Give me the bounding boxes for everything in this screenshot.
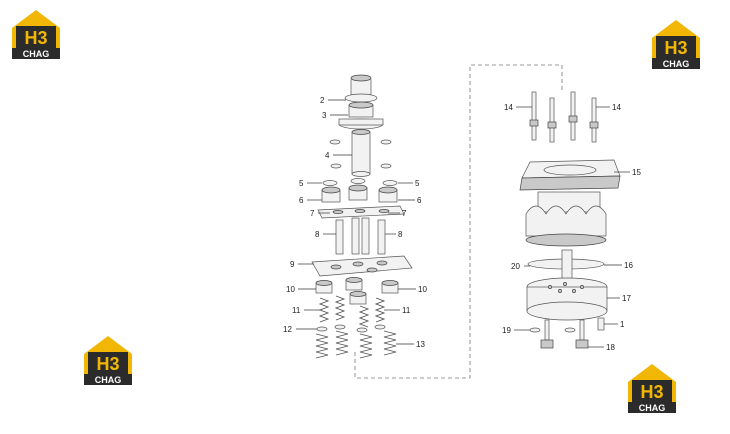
callout-20: 20 [511, 262, 520, 271]
callout-9: 9 [290, 260, 295, 269]
rotor-barrel [525, 191, 607, 247]
logo-mark: H3 [640, 382, 663, 402]
brand-logo-bottom-left: H3 CHAG [80, 334, 136, 386]
callout-8-right: 8 [398, 230, 403, 239]
callout-4: 4 [325, 151, 330, 160]
brand-logo-top-right: H3 CHAG [648, 18, 704, 70]
part-12-washer [356, 327, 368, 333]
part-6-sleeves [321, 184, 398, 203]
part-14-bolts [529, 91, 599, 143]
part-17-base [526, 277, 608, 321]
callout-7-right: 7 [402, 209, 407, 218]
logo-name: CHAG [23, 49, 50, 59]
part-1-pin [597, 317, 605, 331]
callout-5-left: 5 [299, 179, 304, 188]
part-19-washer [564, 327, 576, 333]
callout-19: 19 [502, 326, 511, 335]
part-9-plate [311, 255, 413, 277]
callouts: 2 3 4 5 5 6 6 7 7 8 8 9 10 [283, 96, 641, 352]
house-logo-icon: H3 CHAG [628, 364, 676, 413]
center-shaft [561, 249, 573, 281]
part-8-pistons [335, 217, 386, 255]
brand-logo-top-left: H3 CHAG [8, 8, 64, 60]
o-ring [329, 139, 341, 145]
part-15-plate [519, 159, 621, 191]
part-18-plugs [540, 319, 589, 349]
callout-10-left: 10 [286, 285, 295, 294]
part-4-shaft [351, 129, 371, 177]
house-logo-icon: H3 CHAG [652, 20, 700, 69]
callout-17: 17 [622, 294, 631, 303]
callout-13: 13 [416, 340, 425, 349]
o-ring [330, 163, 342, 169]
brand-logo-bottom-right: H3 CHAG [624, 362, 680, 414]
callout-6-right: 6 [417, 196, 422, 205]
assembly-connector [354, 64, 563, 379]
callout-1: 1 [620, 320, 625, 329]
logo-mark: H3 [24, 28, 47, 48]
callout-18: 18 [606, 343, 615, 352]
callout-8-left: 8 [315, 230, 320, 239]
part-12-washer [334, 324, 346, 330]
callout-15: 15 [632, 168, 641, 177]
house-logo-icon: H3 CHAG [12, 10, 60, 59]
callout-11-left: 11 [292, 306, 301, 315]
callout-12: 12 [283, 325, 292, 334]
callout-16: 16 [624, 261, 633, 270]
callout-2: 2 [320, 96, 325, 105]
part-3-collar [338, 101, 384, 130]
logo-name: CHAG [95, 375, 122, 385]
house-logo-icon: H3 CHAG [84, 336, 132, 385]
logo-mark: H3 [664, 38, 687, 58]
part-7-plate [317, 205, 405, 219]
part-12-washer [316, 326, 328, 332]
callout-14-right: 14 [612, 103, 621, 112]
callout-3: 3 [322, 111, 327, 120]
part-13-springs [315, 330, 397, 359]
o-ring [380, 139, 392, 145]
callout-11-right: 11 [402, 306, 411, 315]
left-assembly [311, 74, 413, 359]
part-5-ring [350, 178, 366, 184]
callout-5-right: 5 [415, 179, 420, 188]
callout-14-left: 14 [504, 103, 513, 112]
callout-6-left: 6 [299, 196, 304, 205]
part-10-caps [315, 277, 399, 305]
part-5-ring [382, 180, 398, 186]
o-ring [380, 163, 392, 169]
right-assembly [519, 91, 621, 349]
logo-name: CHAG [663, 59, 690, 69]
logo-mark: H3 [96, 354, 119, 374]
logo-name: CHAG [639, 403, 666, 413]
part-2-fitting [344, 74, 378, 103]
callout-10-right: 10 [418, 285, 427, 294]
part-19-washer [529, 327, 541, 333]
part-12-washer [374, 324, 386, 330]
callout-7-left: 7 [310, 209, 315, 218]
part-5-ring [322, 180, 338, 186]
